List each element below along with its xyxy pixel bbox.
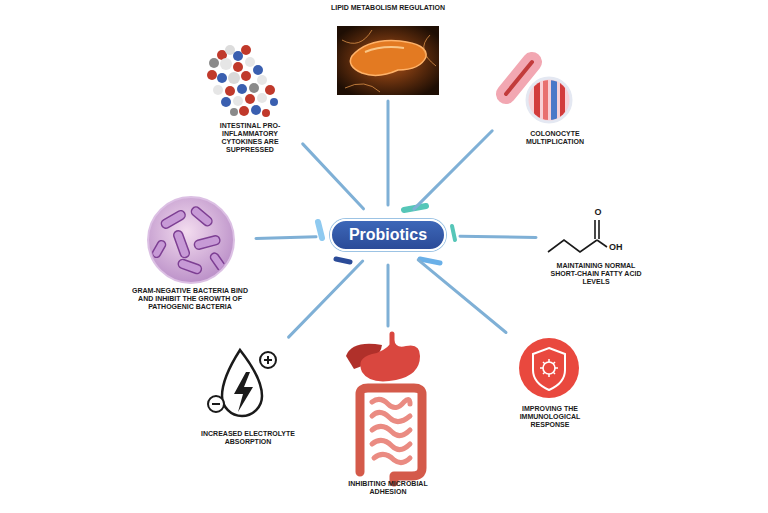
connector-line (256, 237, 316, 239)
electrolyte-icon (208, 350, 276, 416)
bacteria-circle (148, 197, 234, 283)
colon-tube (506, 62, 571, 122)
benefit-item: GRAM-NEGATIVE BACTERIA BIND AND INHIBIT … (128, 195, 252, 325)
center-label: Probiotics (349, 226, 427, 244)
connector-line (387, 265, 390, 326)
benefit-item: COLONOCYTE MULTIPLICATION (495, 50, 615, 150)
benefit-label: LIPID METABOLISM REGULATION (308, 4, 468, 12)
chem-label: OH (609, 243, 623, 252)
benefit-item: INCREASED ELECTROLYTE ABSORPTION (188, 340, 308, 452)
benefit-item: INHIBITING MICROBIAL ADHESION (335, 330, 441, 508)
benefit-label: IMPROVING THE IMMUNOLOGICAL RESPONSE (510, 405, 590, 429)
benefit-label: INTESTINAL PRO-INFLAMMATORY CYTOKINES AR… (210, 122, 290, 154)
benefit-label: INHIBITING MICROBIAL ADHESION (335, 480, 441, 496)
center-pill: Probiotics (330, 219, 446, 251)
butyrate-structure (548, 220, 607, 252)
immune-icon (519, 338, 579, 398)
connector-line (460, 236, 536, 237)
connector-line (418, 260, 506, 333)
connector-line (303, 144, 364, 209)
intestine-picture (346, 334, 422, 482)
liver-picture (337, 26, 439, 95)
benefit-label: INCREASED ELECTROLYTE ABSORPTION (188, 430, 308, 446)
pill-decoration (318, 206, 455, 263)
benefit-item: LIPID METABOLISM REGULATION (308, 4, 468, 97)
benefit-label: MAINTAINING NORMAL SHORT-CHAIN FATTY ACI… (546, 262, 646, 286)
benefit-item: IMPROVING THE IMMUNOLOGICAL RESPONSE (500, 335, 600, 433)
connector-line (387, 101, 390, 205)
chem-label: O (594, 208, 601, 217)
protein-molecule (207, 45, 278, 117)
benefit-item: INTESTINAL PRO-INFLAMMATORY CYTOKINES AR… (200, 38, 300, 158)
benefit-label: GRAM-NEGATIVE BACTERIA BIND AND INHIBIT … (130, 287, 250, 311)
connector-line (289, 261, 363, 337)
connector-line (414, 131, 492, 209)
benefit-label: COLONOCYTE MULTIPLICATION (507, 130, 603, 146)
